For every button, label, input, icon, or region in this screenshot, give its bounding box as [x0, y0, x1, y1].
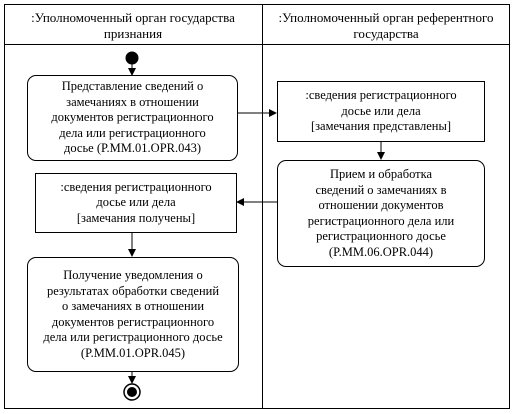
node-text-line: регистрационного досье — [316, 229, 446, 243]
node-text-line: замечаниях в отношении — [66, 94, 199, 109]
node-text-line: Прием и обработка — [329, 167, 433, 181]
initial-node — [125, 51, 139, 65]
node-text-line: сведений о замечаниях в — [315, 182, 447, 197]
lane-title-recognition-state: :Уполномоченный орган государства призна… — [31, 10, 235, 41]
node-text-line: о замечаниях в отношении — [61, 299, 205, 313]
node-text-line: [замечания получены] — [76, 210, 196, 225]
node-text-line: (P.MM.06.OPR.044) — [328, 244, 434, 259]
node-text-line: :сведения регистрационного — [305, 88, 457, 103]
node-text-line: документов регистрационного — [51, 314, 215, 329]
node-text-line: отношении документов — [318, 198, 444, 212]
node-text-line: [замечания представлены] — [310, 119, 452, 134]
swimlane-frame — [4, 4, 510, 409]
lane-title-reference-state: :Уполномоченный орган референтного госуд… — [278, 10, 494, 41]
node-text-line: (P.MM.01.OPR.045) — [80, 345, 186, 360]
final-node-inner — [127, 387, 137, 397]
node-text-line: Представление сведений о — [61, 79, 204, 94]
node-text-line: результатах обработки сведений — [46, 283, 220, 298]
node-text-line: Получение уведомления о — [63, 268, 203, 282]
node-text-line: досье или дела — [96, 195, 176, 210]
node-text-line: дела или регистрационного — [59, 125, 206, 140]
node-text-line: досье или дела — [341, 103, 421, 118]
node-text-line: дела или регистрационного досье — [43, 330, 223, 344]
node-text-line: :сведения регистрационного — [60, 179, 212, 194]
node-text-line: досье (P.MM.01.OPR.043) — [63, 141, 202, 156]
node-text-line: документов регистрационного — [51, 110, 214, 125]
node-text-line: регистрационного дела или — [307, 213, 455, 228]
